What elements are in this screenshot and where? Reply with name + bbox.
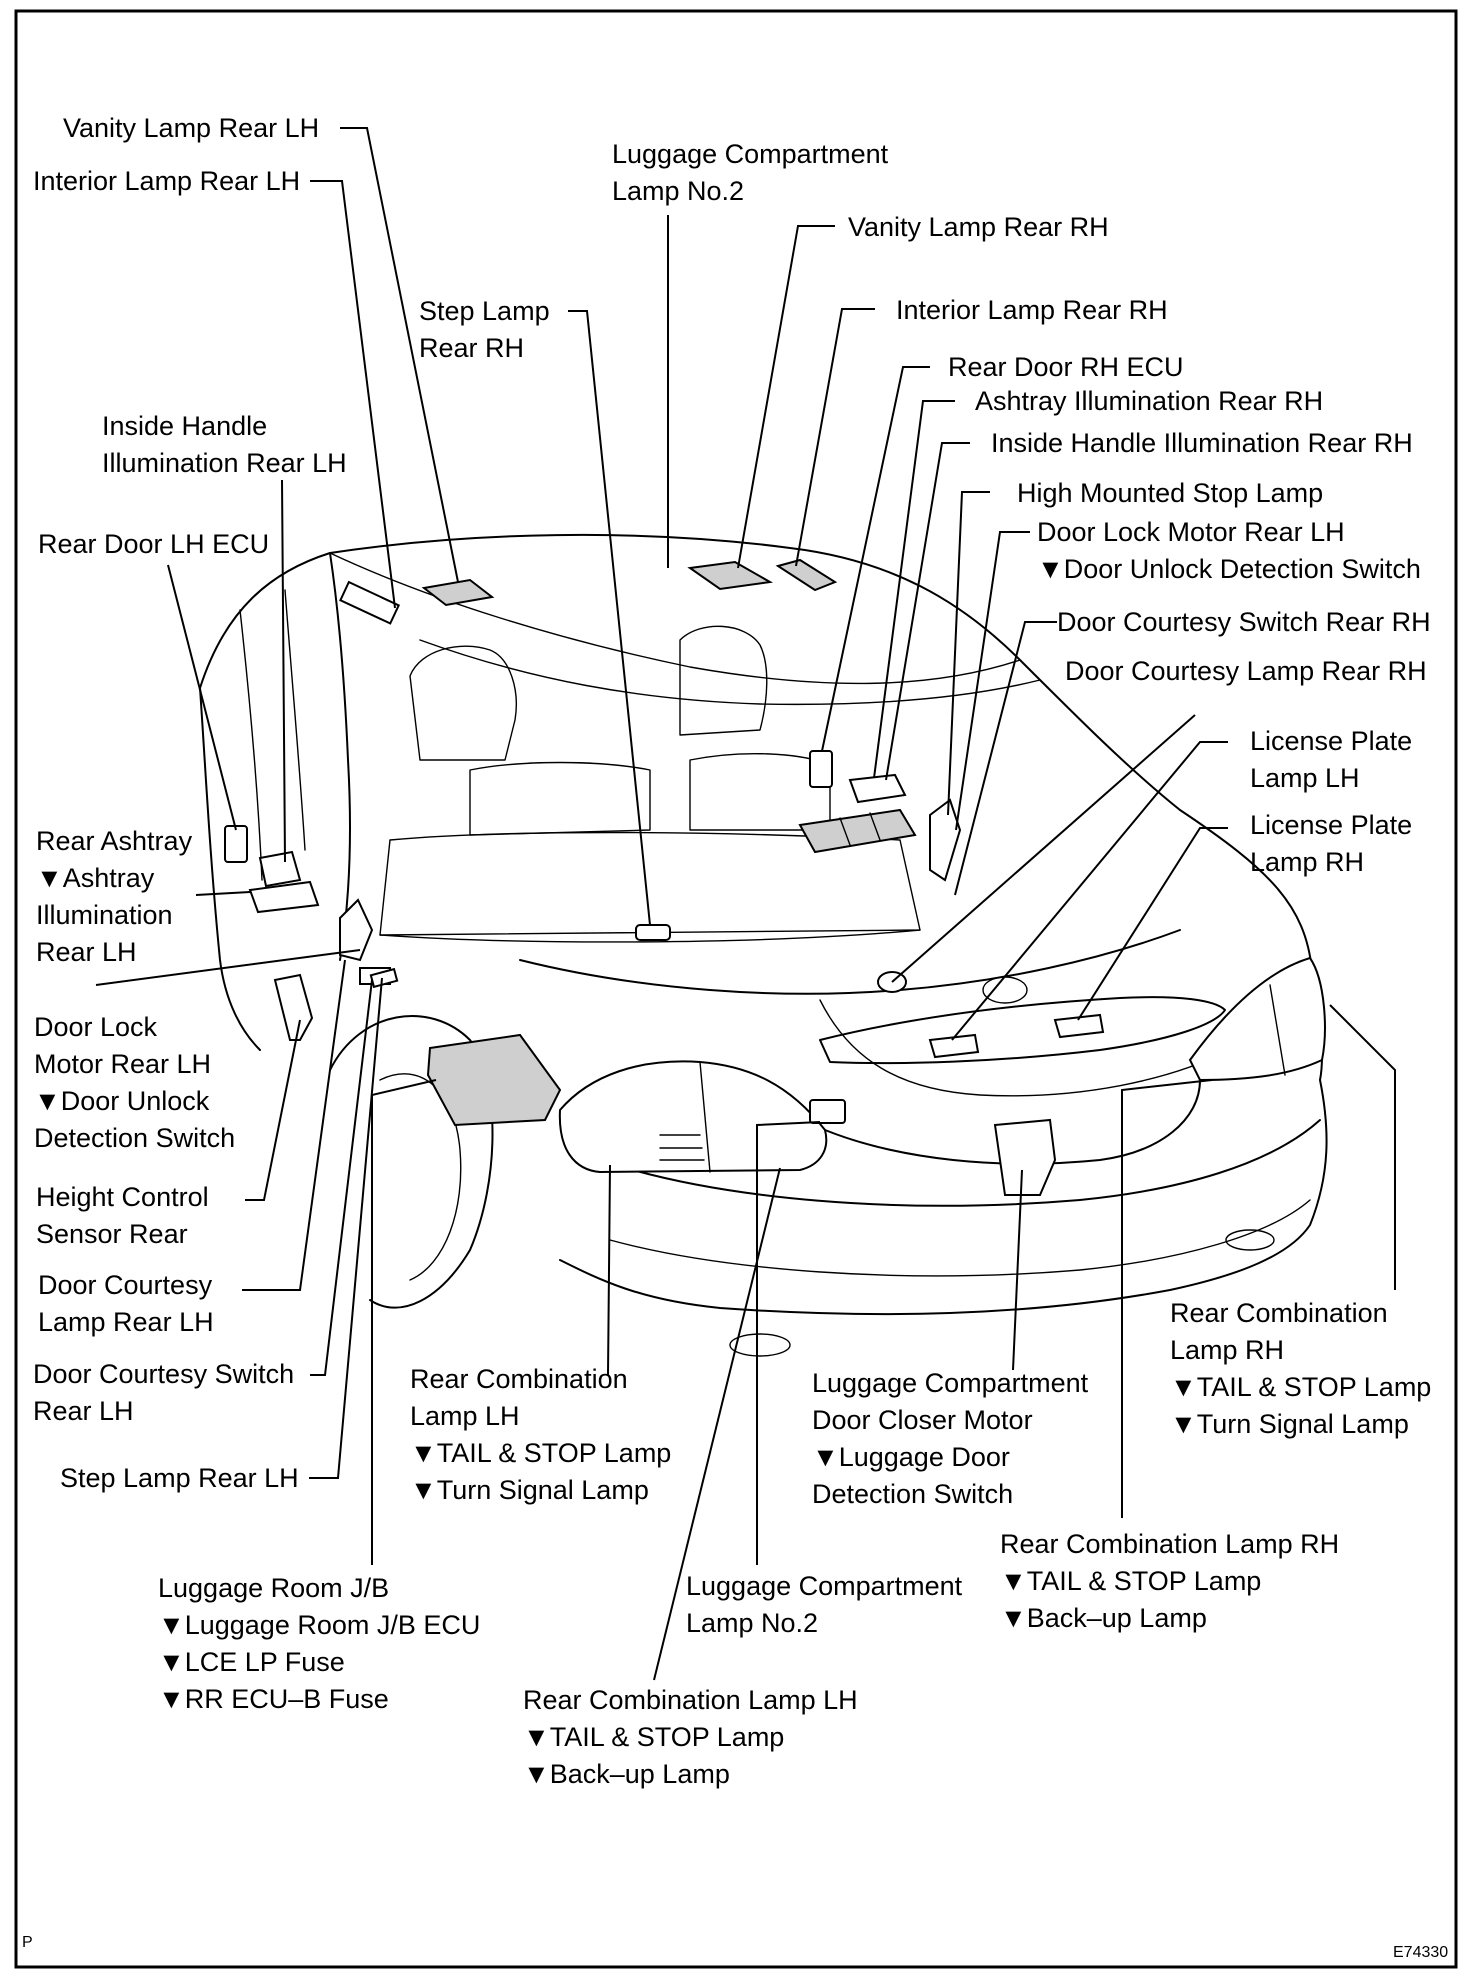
label-courtesy-switch-rh-line-1: Door Courtesy Switch Rear RH <box>1057 607 1431 637</box>
luggage-lamp-bottom-part <box>809 1099 846 1124</box>
label-door-lock-rh-side-line-1: Door Lock Motor Rear LH <box>1037 517 1345 547</box>
label-license-lh-line-1: License Plate <box>1250 726 1412 756</box>
label-rear-comb-lh-tail-line-1: Rear Combination <box>410 1364 628 1394</box>
label-luggage-lamp-top-line-2: Lamp No.2 <box>612 176 744 206</box>
label-height-sensor-line-1: Height Control <box>36 1182 209 1212</box>
rear-door-lh-ecu-part <box>224 825 248 863</box>
luggage-lamp-top-part <box>687 560 774 591</box>
label-high-stop-line-1: High Mounted Stop Lamp <box>1017 478 1323 508</box>
label-rear-door-rh-ecu-line-1: Rear Door RH ECU <box>948 352 1184 382</box>
rear-door-rh-ecu-part <box>809 750 833 788</box>
leader-lines <box>95 127 1396 1681</box>
label-courtesy-switch-lh-line-2: Rear LH <box>33 1396 134 1426</box>
label-license-lh-line-2: Lamp LH <box>1250 763 1360 793</box>
step-lamp-rh-part <box>635 924 671 941</box>
label-interior-rh-line-1: Interior Lamp Rear RH <box>896 295 1168 325</box>
component-parts <box>224 558 1105 1196</box>
door-lock-rh-part <box>929 798 962 882</box>
closer-motor-part <box>993 1118 1057 1196</box>
license-lamp-lh-part <box>928 1033 980 1059</box>
label-door-lock-lh-line-4: Detection Switch <box>34 1123 235 1153</box>
label-rear-comb-rh-backup-line-2: ▼TAIL & STOP Lamp <box>1000 1566 1261 1596</box>
label-interior-lh-line-1: Interior Lamp Rear LH <box>33 166 300 196</box>
license-lamp-rh-part <box>1053 1013 1105 1039</box>
label-courtesy-lamp-rh-line-1: Door Courtesy Lamp Rear RH <box>1065 656 1427 686</box>
label-vanity-rh-line-1: Vanity Lamp Rear RH <box>848 212 1109 242</box>
label-luggage-jb-line-4: ▼RR ECU–B Fuse <box>158 1684 389 1714</box>
label-license-rh-line-2: Lamp RH <box>1250 847 1364 877</box>
label-step-lh-line-1: Step Lamp Rear LH <box>60 1463 299 1493</box>
label-closer-motor-line-3: ▼Luggage Door <box>812 1442 1010 1472</box>
height-sensor-part <box>273 973 314 1041</box>
label-rear-comb-rh-tail-line-2: Lamp RH <box>1170 1335 1284 1365</box>
label-rear-comb-rh-tail-line-4: ▼Turn Signal Lamp <box>1170 1409 1409 1439</box>
label-luggage-jb-line-3: ▼LCE LP Fuse <box>158 1647 345 1677</box>
figure-code: E74330 <box>1393 1944 1448 1961</box>
door-lock-lh-part <box>339 898 374 962</box>
label-closer-motor-line-4: Detection Switch <box>812 1479 1013 1509</box>
label-inside-handle-lh-line-1: Inside Handle <box>102 411 267 441</box>
label-rear-ashtray-line-3: Illumination <box>36 900 173 930</box>
component-labels: Vanity Lamp Rear LH Interior Lamp Rear LH… <box>33 113 1431 1789</box>
label-rear-door-lh-ecu-line-1: Rear Door LH ECU <box>38 529 269 559</box>
label-rear-ashtray-line-1: Rear Ashtray <box>36 826 193 856</box>
label-door-lock-rh-side-line-2: ▼Door Unlock Detection Switch <box>1037 554 1421 584</box>
label-license-rh-line-1: License Plate <box>1250 810 1412 840</box>
label-rear-comb-lh-tail-line-3: ▼TAIL & STOP Lamp <box>410 1438 671 1468</box>
label-ashtray-illum-rh-line-1: Ashtray Illumination Rear RH <box>975 386 1323 416</box>
label-inside-handle-lh-line-2: Illumination Rear LH <box>102 448 347 478</box>
label-door-lock-lh-line-2: Motor Rear LH <box>34 1049 211 1079</box>
label-step-rh-line-2: Rear RH <box>419 333 524 363</box>
label-vanity-lh-line-1: Vanity Lamp Rear LH <box>63 113 319 143</box>
label-inside-handle-rh-line-1: Inside Handle Illumination Rear RH <box>991 428 1413 458</box>
label-courtesy-lamp-lh-line-2: Lamp Rear LH <box>38 1307 214 1337</box>
label-rear-comb-rh-backup-line-3: ▼Back–up Lamp <box>1000 1603 1207 1633</box>
label-rear-comb-lh-tail-line-4: ▼Turn Signal Lamp <box>410 1475 649 1505</box>
label-rear-comb-lh-backup-line-3: ▼Back–up Lamp <box>523 1759 730 1789</box>
rear-ashtray-part <box>248 880 320 914</box>
corner-mark-left: P <box>22 1934 33 1951</box>
label-courtesy-switch-lh-line-1: Door Courtesy Switch <box>33 1359 294 1389</box>
label-rear-comb-lh-backup-line-1: Rear Combination Lamp LH <box>523 1685 858 1715</box>
label-rear-comb-lh-tail-line-2: Lamp LH <box>410 1401 520 1431</box>
vanity-lamp-lh-part <box>421 578 495 607</box>
ashtray-illum-rh-part <box>848 773 907 804</box>
label-door-lock-lh-line-1: Door Lock <box>34 1012 158 1042</box>
label-courtesy-lamp-lh-line-1: Door Courtesy <box>38 1270 213 1300</box>
label-luggage-lamp-top-line-1: Luggage Compartment <box>612 139 889 169</box>
interior-lamp-lh-part <box>339 580 401 625</box>
label-rear-ashtray-line-2: ▼Ashtray <box>36 863 155 893</box>
label-closer-motor-line-2: Door Closer Motor <box>812 1405 1033 1435</box>
label-door-lock-lh-line-3: ▼Door Unlock <box>34 1086 210 1116</box>
label-luggage-jb-line-2: ▼Luggage Room J/B ECU <box>158 1610 480 1640</box>
label-rear-comb-rh-tail-line-1: Rear Combination <box>1170 1298 1388 1328</box>
label-rear-ashtray-line-4: Rear LH <box>36 937 137 967</box>
label-rear-comb-rh-backup-line-1: Rear Combination Lamp RH <box>1000 1529 1339 1559</box>
label-height-sensor-line-2: Sensor Rear <box>36 1219 188 1249</box>
label-luggage-jb-line-1: Luggage Room J/B <box>158 1573 389 1603</box>
label-closer-motor-line-1: Luggage Compartment <box>812 1368 1089 1398</box>
label-step-rh-line-1: Step Lamp <box>419 296 550 326</box>
diagram-frame <box>14 9 1458 1969</box>
luggage-room-jb-part <box>426 1033 562 1127</box>
inside-handle-lh-part <box>258 850 302 888</box>
label-luggage-lamp-bottom-line-2: Lamp No.2 <box>686 1608 818 1638</box>
label-luggage-lamp-bottom-line-1: Luggage Compartment <box>686 1571 963 1601</box>
vanity-lamp-rh-part <box>775 558 838 592</box>
label-rear-comb-lh-backup-line-2: ▼TAIL & STOP Lamp <box>523 1722 784 1752</box>
label-rear-comb-rh-tail-line-3: ▼TAIL & STOP Lamp <box>1170 1372 1431 1402</box>
